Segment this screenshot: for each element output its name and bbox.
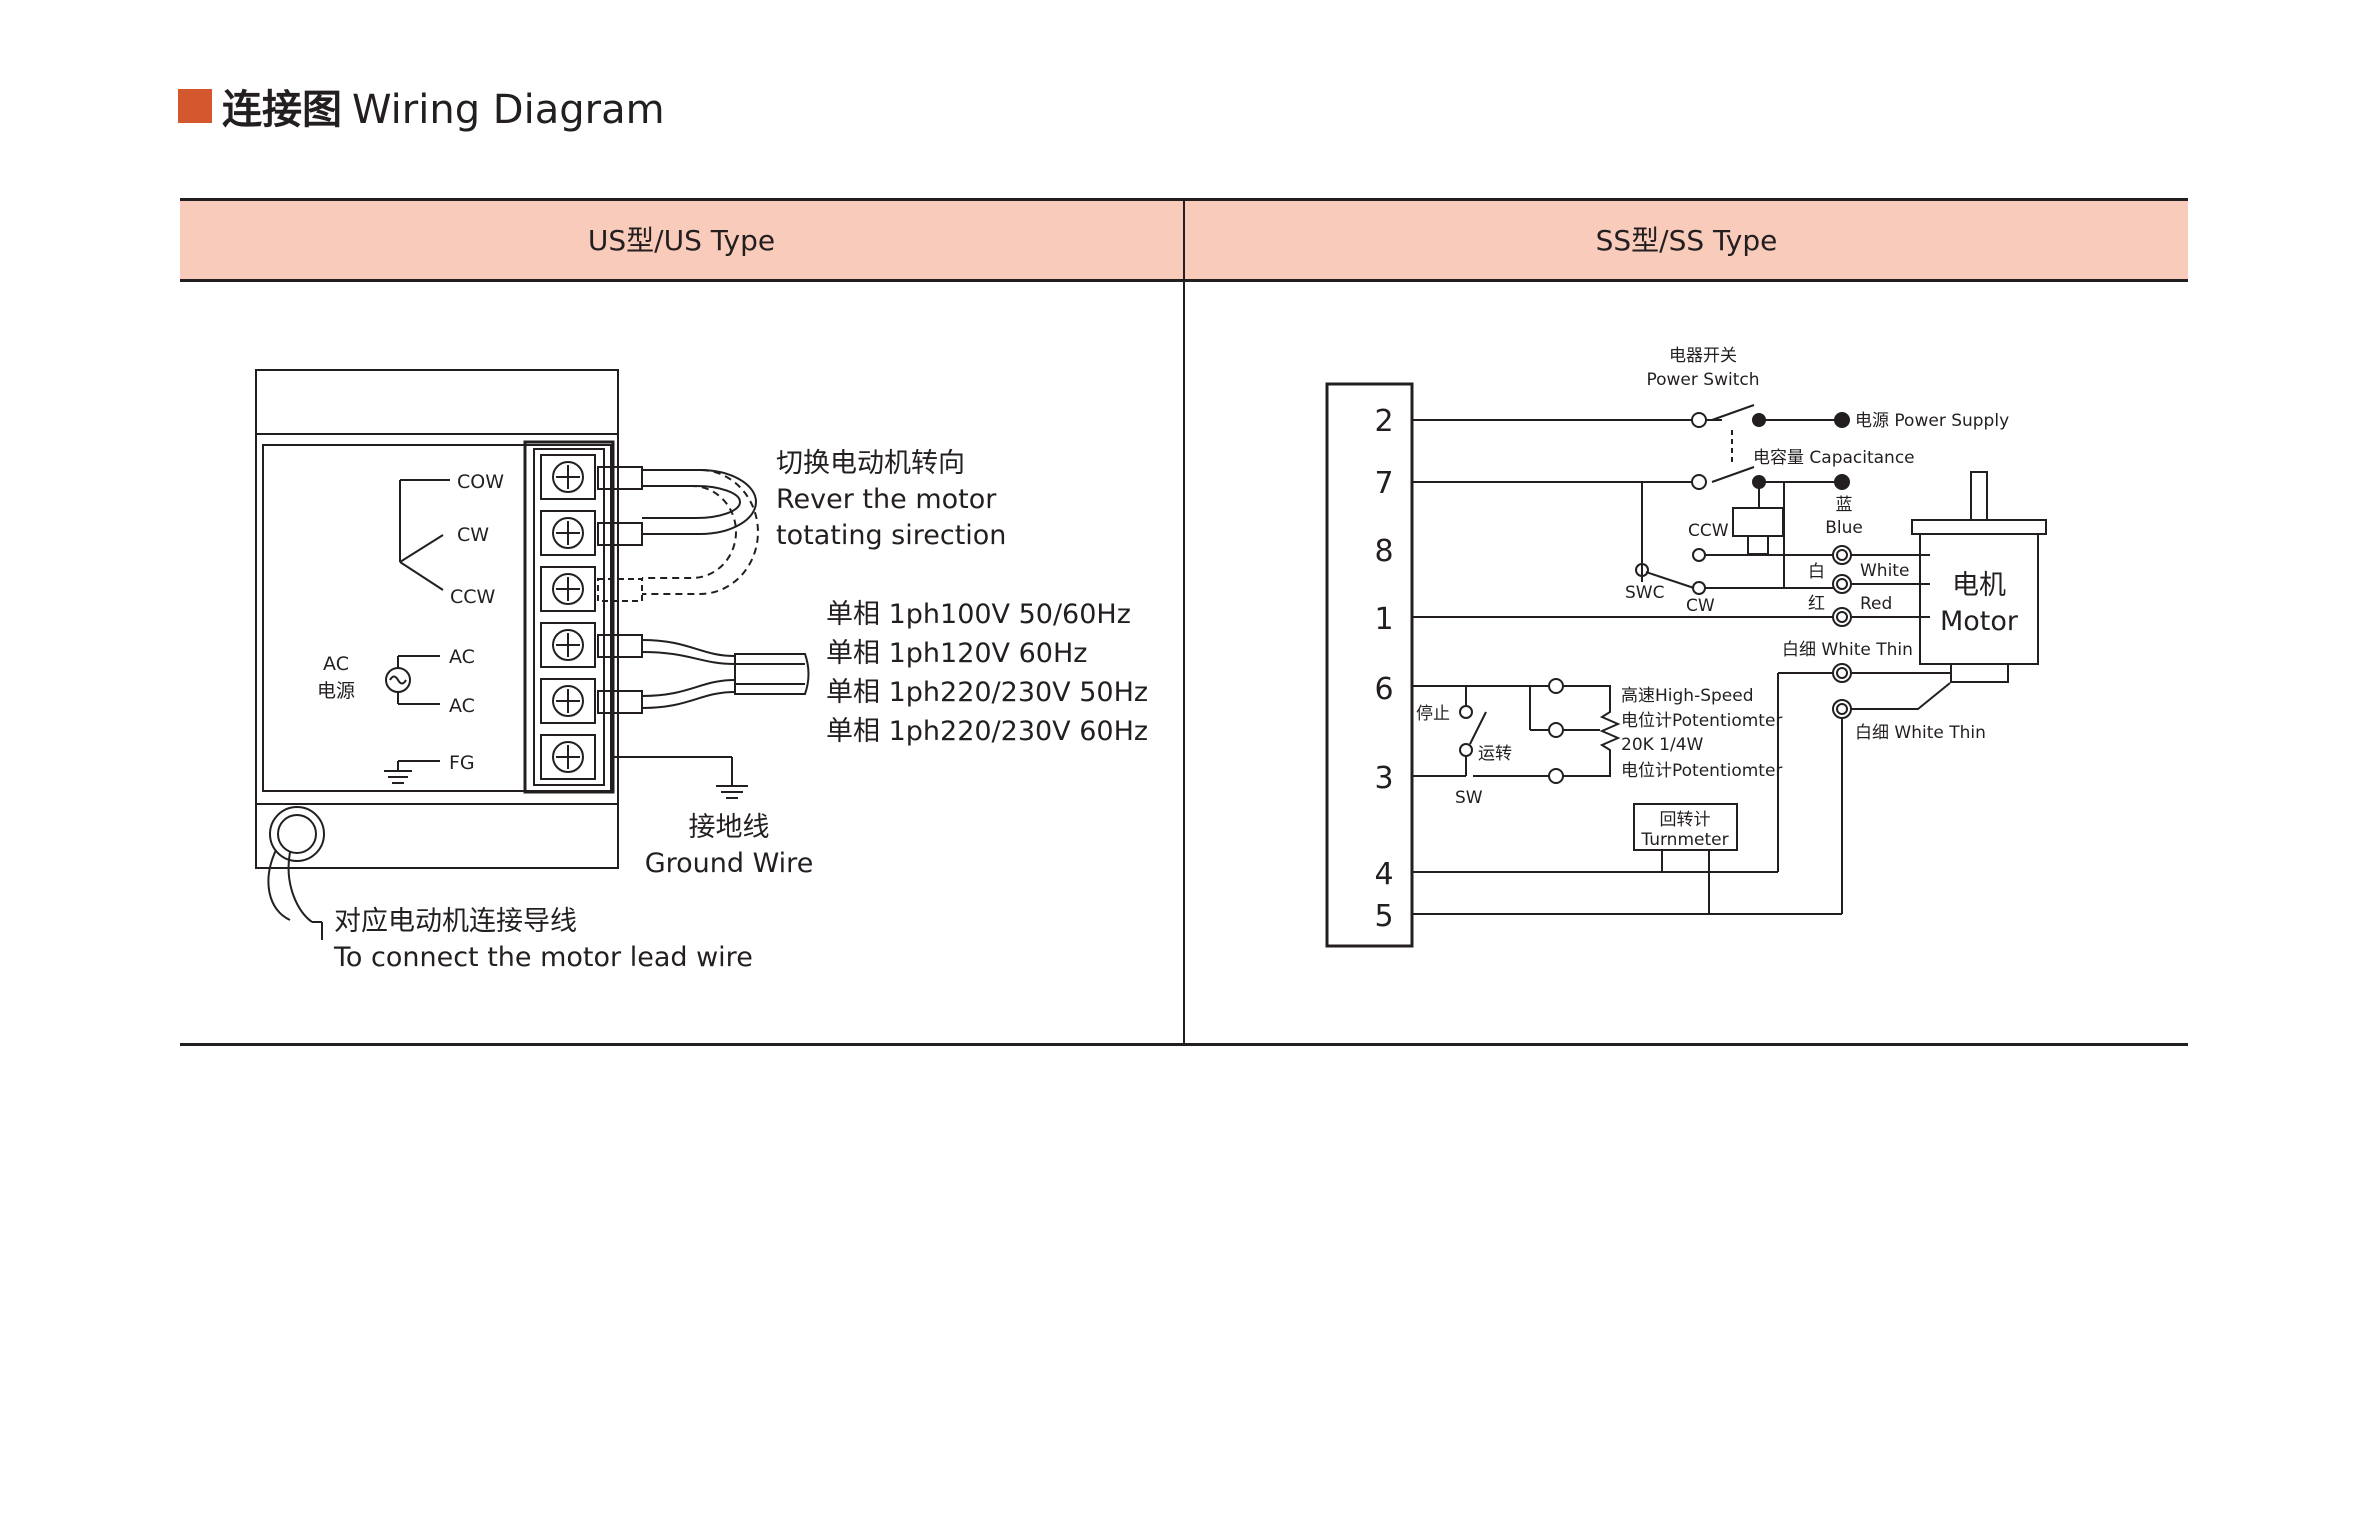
- table-column-divider: [1183, 198, 1185, 1046]
- terminal-screw-icon: [540, 454, 596, 500]
- label-run: 运转: [1478, 744, 1512, 764]
- us-type-diagram: [255, 369, 810, 940]
- callout-power-line-1: 单相 1ph100V 50/60Hz: [826, 599, 1131, 630]
- title-accent-square: [178, 89, 212, 123]
- callout-switch-direction-en-1: Rever the motor: [776, 484, 997, 515]
- terminal-screw-icon: [540, 622, 596, 668]
- label-pot-4: 电位计Potentiomter: [1621, 761, 1782, 781]
- ss-power-dot-1: [1752, 413, 1766, 427]
- label-turnmeter-en: Turnmeter: [1640, 830, 1728, 850]
- label-motor-cn: 电机: [1952, 570, 2006, 601]
- label-power-switch-cn: 电器开关: [1669, 346, 1737, 366]
- terminal-number: 7: [1374, 466, 1393, 501]
- label-ac-source-cn: 电源: [317, 680, 355, 702]
- us-motor-lead-grommet: [267, 806, 325, 940]
- label-power-switch-en: Power Switch: [1646, 370, 1759, 390]
- callout-switch-direction-cn: 切换电动机转向: [776, 448, 965, 479]
- label-ac-1: AC: [449, 646, 475, 668]
- callout-ground-en: Ground Wire: [645, 848, 814, 879]
- label-white-thin-1: 白细 White Thin: [1782, 640, 1913, 660]
- ss-power-supply-dot-1: [1834, 412, 1850, 428]
- callout-motor-lead-cn: 对应电动机连接导线: [334, 906, 577, 937]
- label-blue-en: Blue: [1825, 518, 1863, 538]
- label-capacitance: 电容量 Capacitance: [1753, 448, 1915, 468]
- label-power-supply: 电源 Power Supply: [1855, 411, 2009, 431]
- label-red-en: Red: [1860, 594, 1892, 614]
- column-header-ss: SS型/SS Type: [1595, 224, 1778, 257]
- label-motor-en: Motor: [1940, 606, 2019, 637]
- label-pot-2: 电位计Potentiomter: [1621, 711, 1782, 731]
- ss-labels: 电器开关 Power Switch 电源 Power Supply 电容量 Ca…: [1416, 346, 2009, 850]
- us-ac-source-symbol: [385, 655, 440, 705]
- callout-ground-cn: 接地线: [689, 812, 770, 843]
- us-fg-ground-symbol: [384, 760, 440, 784]
- callout-power-line-3: 单相 1ph220/230V 50Hz: [826, 677, 1148, 708]
- label-sw: SW: [1455, 788, 1483, 808]
- terminal-number: 4: [1374, 857, 1393, 892]
- label-ccw: CCW: [450, 586, 496, 608]
- ss-motor-labels: 电机 Motor: [1940, 570, 2019, 637]
- label-white-cn: 白: [1808, 562, 1825, 582]
- callout-motor-lead-en: To connect the motor lead wire: [333, 942, 753, 973]
- terminal-screw-icon: [540, 566, 596, 612]
- us-controller-panel: [262, 444, 612, 792]
- ss-motor-lead-terminals: [1832, 545, 1951, 719]
- us-terminal-screws: [540, 454, 596, 780]
- ss-terminal-numbers: 2 7 8 1 6 3 4 5: [1374, 404, 1393, 934]
- ss-capacitor: [1732, 482, 1784, 555]
- ss-type-diagram: [1325, 382, 2047, 948]
- terminal-number: 5: [1374, 899, 1393, 934]
- us-direction-switch-leads: [597, 466, 759, 602]
- label-ac-source: AC: [323, 653, 349, 675]
- label-pot-1: 高速High-Speed: [1621, 686, 1754, 706]
- label-swc: SWC: [1625, 583, 1664, 603]
- us-controller-housing: [255, 369, 619, 869]
- ss-terminal-strip: [1325, 382, 1414, 948]
- label-red-cn: 红: [1808, 594, 1825, 614]
- label-ss-cw: CW: [1686, 596, 1715, 616]
- us-power-cable: [597, 634, 810, 714]
- title-cn: 连接图: [222, 87, 342, 133]
- ss-motor: [1911, 471, 2047, 683]
- ss-power-switch: [1412, 404, 1840, 490]
- us-callouts: 切换电动机转向 Rever the motor totating sirecti…: [333, 448, 1148, 973]
- ss-turnmeter: [1412, 672, 1843, 915]
- terminal-number: 3: [1374, 761, 1393, 796]
- label-cw: CW: [457, 524, 489, 546]
- callout-switch-direction-en-2: totating sirection: [776, 520, 1006, 551]
- terminal-number: 1: [1374, 602, 1393, 637]
- label-cow: COW: [457, 471, 504, 493]
- label-blue-cn: 蓝: [1836, 495, 1853, 515]
- terminal-number: 2: [1374, 404, 1393, 439]
- label-pot-3: 20K 1/4W: [1621, 735, 1704, 755]
- callout-power-line-4: 单相 1ph220/230V 60Hz: [826, 716, 1148, 747]
- label-turnmeter-cn: 回转计: [1660, 810, 1711, 830]
- us-switch-symbol: [399, 479, 450, 591]
- label-white-en: White: [1860, 561, 1909, 581]
- us-ground-wire: [613, 756, 748, 799]
- ss-direction-switch: [1635, 482, 1834, 595]
- us-labels: COW CW CCW AC 电源 AC AC FG: [317, 471, 504, 774]
- ss-run-stop-switch: [1412, 685, 1487, 777]
- column-header-us: US型/US Type: [587, 224, 776, 257]
- terminal-number: 8: [1374, 534, 1393, 569]
- us-terminal-block: [523, 440, 615, 794]
- terminal-screw-icon: [540, 734, 596, 780]
- ss-potentiometer: [1466, 678, 1621, 784]
- title-en: Wiring Diagram: [352, 87, 665, 133]
- ss-power-supply-dot-2: [1834, 474, 1850, 490]
- label-white-thin-2: 白细 White Thin: [1855, 723, 1986, 743]
- terminal-screw-icon: [540, 678, 596, 724]
- label-fg: FG: [449, 752, 475, 774]
- label-ss-ccw: CCW: [1688, 521, 1729, 541]
- callout-power-line-2: 单相 1ph120V 60Hz: [826, 638, 1087, 669]
- terminal-screw-icon: [540, 510, 596, 556]
- label-stop: 停止: [1416, 704, 1450, 724]
- terminal-number: 6: [1374, 672, 1393, 707]
- label-ac-2: AC: [449, 695, 475, 717]
